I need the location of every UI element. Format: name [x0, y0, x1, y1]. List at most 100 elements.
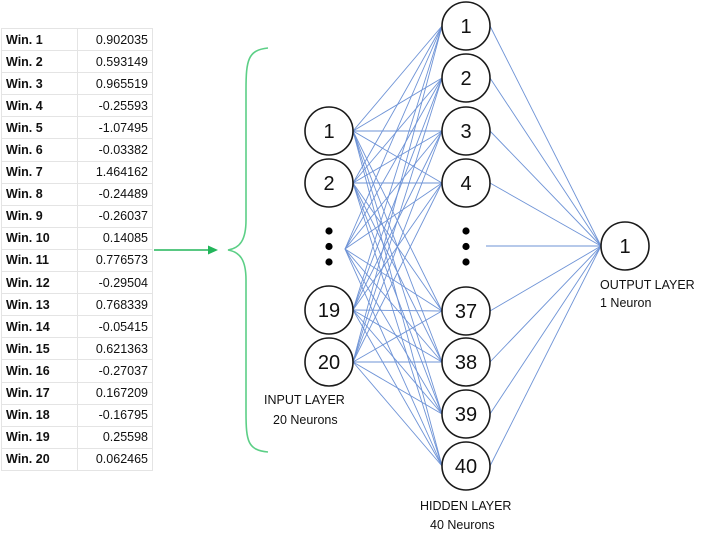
output-layer-subtitle: 1 Neuron [600, 296, 651, 310]
neuron-circle [304, 285, 354, 335]
window-label: Win. 3 [1, 72, 78, 96]
input-neuron: 19 [304, 285, 354, 335]
window-value: -0.26037 [77, 204, 153, 228]
neuron-label: 20 [318, 352, 340, 374]
input-layer-subtitle: 20 Neurons [273, 413, 338, 427]
window-value: 0.062465 [77, 447, 153, 471]
neuron-circle [441, 389, 491, 439]
input-hidden-connection [352, 310, 443, 363]
neuron-label: 2 [460, 68, 471, 90]
neuron-circle [441, 286, 491, 336]
hidden-layer-title: HIDDEN LAYER [420, 499, 511, 513]
window-value: 0.965519 [77, 72, 153, 96]
window-label: Win. 1 [1, 27, 78, 52]
output-layer-title: OUTPUT LAYER [600, 278, 695, 292]
window-label: Win. 13 [1, 293, 78, 317]
input-hidden-connection [344, 248, 443, 363]
input-hidden-connection [352, 77, 443, 184]
window-value: 0.14085 [77, 226, 153, 250]
window-label: Win. 17 [1, 381, 78, 405]
input-hidden-connection [352, 361, 443, 467]
window-label: Win. 14 [1, 315, 78, 339]
hidden-output-connection [489, 245, 602, 415]
input-neuron: 2 [304, 158, 354, 208]
window-value: -0.24489 [77, 182, 153, 206]
window-value: -0.16795 [77, 403, 153, 427]
input-hidden-connection [344, 130, 443, 250]
input-hidden-connection [344, 182, 443, 250]
input-hidden-connection [344, 77, 443, 250]
table-row: Win. 6-0.03382 [1, 138, 153, 162]
input-hidden-connection [352, 182, 443, 363]
input-arrow-head [208, 245, 218, 255]
hidden-neuron: 1 [441, 1, 491, 51]
neuron-circle [441, 106, 491, 156]
neuron-label: 1 [460, 16, 471, 38]
neuron-label: 3 [460, 121, 471, 143]
input-neuron: 1 [304, 106, 354, 156]
hidden-output-connection [489, 245, 602, 312]
hidden-output-connection [489, 77, 602, 247]
input-hidden-connection [344, 248, 443, 415]
hidden-output-connection [489, 25, 602, 247]
window-value: 0.167209 [77, 381, 153, 405]
hidden-ellipsis [462, 227, 470, 266]
input-hidden-connection [352, 361, 443, 415]
neuron-label: 37 [455, 301, 477, 323]
hidden-layer-subtitle: 40 Neurons [430, 518, 495, 532]
window-value: 0.25598 [77, 425, 153, 449]
neuron-label: 1 [323, 121, 334, 143]
hidden-neuron: 3 [441, 106, 491, 156]
input-ellipsis [325, 227, 333, 266]
neuron-circle [441, 53, 491, 103]
hidden-neuron: 40 [441, 441, 491, 491]
input-layer-title: INPUT LAYER [264, 393, 345, 407]
table-row: Win. 8-0.24489 [1, 182, 153, 206]
neuron-label: 38 [455, 352, 477, 374]
input-hidden-connection [344, 248, 443, 467]
connections [344, 25, 602, 467]
window-label: Win. 18 [1, 403, 78, 427]
neuron-circle [600, 221, 650, 271]
input-hidden-connection [344, 248, 443, 312]
hidden-output-connection [489, 245, 602, 363]
neuron-circle [304, 158, 354, 208]
neuron-label: 2 [323, 173, 334, 195]
table-row: Win. 5-1.07495 [1, 116, 153, 140]
hidden-neuron: 37 [441, 286, 491, 336]
hidden-output-connection [489, 182, 602, 247]
output-neuron: 1 [600, 221, 650, 271]
neuron-label: 1 [619, 236, 630, 258]
neuron-circle [441, 158, 491, 208]
window-value: -0.27037 [77, 359, 153, 383]
neuron-circle [304, 337, 354, 387]
window-value: 0.776573 [77, 248, 153, 273]
hidden-output-connection [489, 130, 602, 247]
neuron-circle [441, 1, 491, 51]
neuron-label: 4 [460, 173, 471, 195]
neuron-label: 19 [318, 300, 340, 322]
window-label: Win. 7 [1, 160, 78, 184]
input-hidden-connection [352, 25, 443, 184]
input-hidden-connection [352, 25, 443, 363]
hidden-neuron: 39 [441, 389, 491, 439]
table-row: Win. 9-0.26037 [1, 204, 153, 228]
input-hidden-connection [352, 25, 443, 311]
neuron-circle [441, 441, 491, 491]
hidden-neuron: 4 [441, 158, 491, 208]
input-hidden-connection [344, 25, 443, 250]
input-hidden-connection [352, 130, 443, 363]
input-hidden-connection [352, 25, 443, 132]
neuron-circle [441, 337, 491, 387]
window-label: Win. 9 [1, 204, 78, 228]
